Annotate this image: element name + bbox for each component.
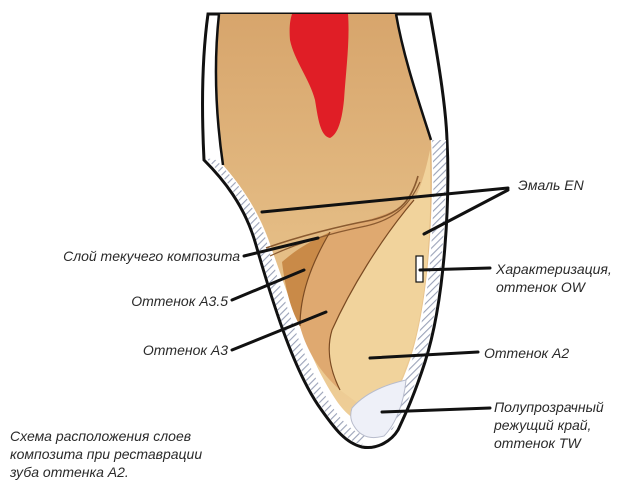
caption-line-1: Схема расположения слоев — [10, 427, 202, 445]
leader-ow — [420, 268, 490, 270]
label-characterization-line1: Характеризация, — [496, 260, 612, 278]
label-shade-a2: Оттенок A2 — [484, 344, 569, 362]
label-shade-a3: Оттенок A3 — [112, 341, 228, 359]
caption-line-3: зуба оттенка A2. — [10, 463, 202, 481]
caption-line-2: композита при реставрации — [10, 445, 202, 463]
label-enamel-en: Эмаль EN — [518, 176, 584, 194]
label-flowable-layer: Слой текучего композита — [22, 247, 240, 265]
label-shade-a35: Оттенок A3.5 — [112, 292, 228, 310]
label-incisal-line3: оттенок TW — [494, 434, 581, 452]
label-incisal-line2: режущий край, — [494, 416, 591, 434]
label-characterization-line2: оттенок OW — [496, 278, 585, 296]
figure-caption: Схема расположения слоев композита при р… — [10, 427, 202, 481]
label-incisal-line1: Полупрозрачный — [494, 398, 604, 416]
